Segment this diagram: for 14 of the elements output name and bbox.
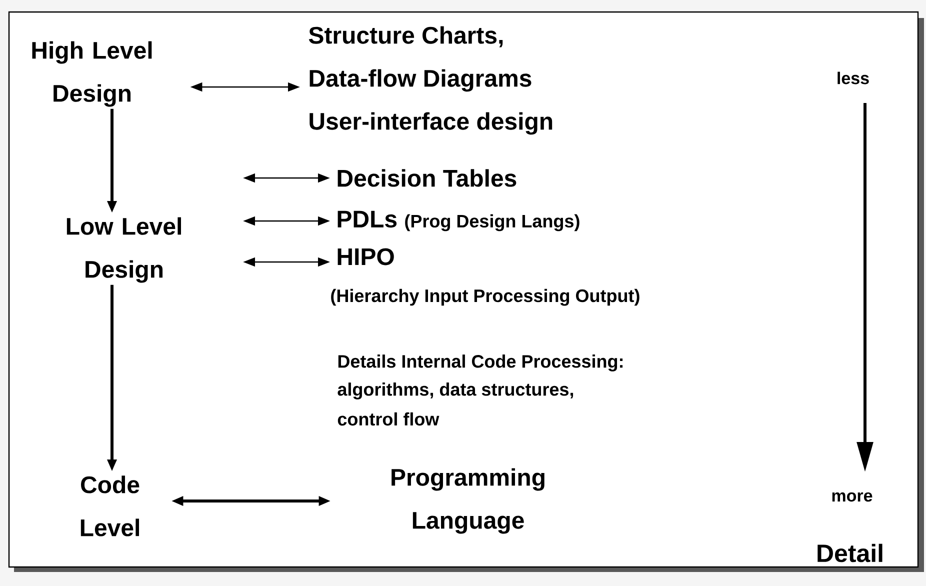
stage-label: High Level Design xyxy=(32,41,152,107)
technique-list: Structure Charts, Data-flow Diagrams User-interface design xyxy=(308,26,552,135)
technique-label: Programming Language xyxy=(392,468,544,534)
description-text: control flow xyxy=(338,412,440,426)
stage-label: Code Level xyxy=(80,476,140,536)
scale-label: more xyxy=(832,492,872,502)
stage-label: Low Level Design xyxy=(66,217,181,283)
technique-label: Decision Tables xyxy=(338,169,516,187)
technique-label: HIPO (Hierarchy Input Processing Output) xyxy=(331,248,640,306)
description-text: algorithms, data structures, xyxy=(338,382,574,400)
description-text: Details Internal Code Processing: xyxy=(338,354,623,372)
scale-label: less xyxy=(838,72,869,84)
technique-label: PDLs (Prog Design Langs) xyxy=(338,210,580,232)
axis-title: Detail xyxy=(818,544,882,562)
